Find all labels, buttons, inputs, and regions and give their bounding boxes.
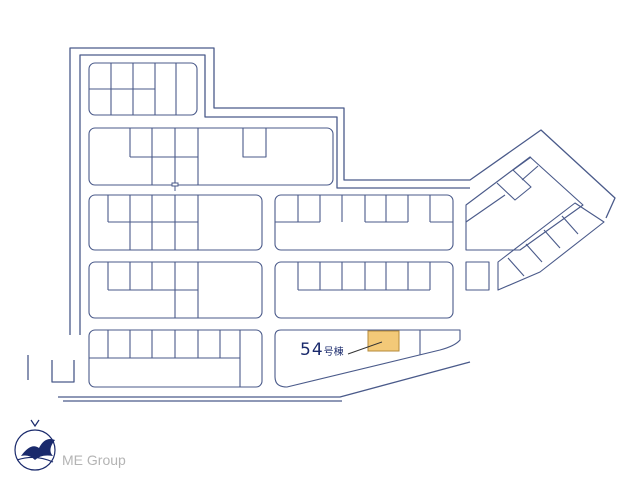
block-east-lower [497, 202, 605, 291]
plot-number: 54 [300, 340, 324, 360]
road-outline [27, 47, 616, 402]
blocks [88, 62, 605, 388]
brand-name: ME Group [62, 452, 126, 468]
block-4-right [274, 261, 454, 319]
block-2 [88, 127, 334, 186]
block-east-small [465, 261, 490, 291]
connectors [171, 182, 179, 191]
block-5-right [274, 329, 461, 388]
highlighted-plot[interactable] [367, 330, 400, 352]
plot-number-label: 54号棟 [300, 340, 344, 360]
north-arrow-compass-icon [14, 419, 56, 471]
plot-unit: 号棟 [323, 347, 344, 358]
plot-leader-line [347, 341, 383, 355]
